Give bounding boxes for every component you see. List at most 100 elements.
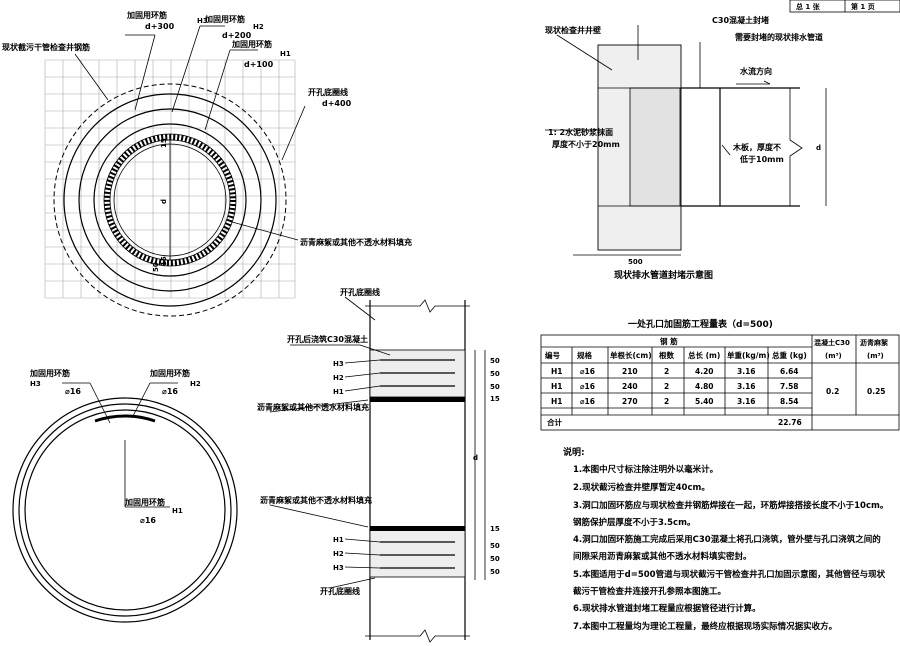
note-line-5: 4.洞口加固环筋施工完成后采用C30混凝土将孔口浇筑，管外壁与孔口浇筑之间的	[573, 534, 881, 545]
plan-h1-label: 加固用环筋	[231, 39, 272, 49]
section-dim-bottom-2: 50	[490, 542, 500, 550]
total-sheets-label: 总 1 张	[796, 2, 821, 11]
note-line-7: 5.本图适用于d=500管道与现状截污干管检查井孔口加固示意图，其他管径与现状	[573, 569, 886, 580]
seal-existing-wall-label: 现状检查井井壁	[545, 25, 601, 35]
section-concrete-label: 开孔后浇筑C30混凝土	[287, 334, 368, 344]
table-header-total-weight: 总重 (kg)	[772, 350, 807, 360]
table-header-unit-length: 单根长(cm)	[610, 350, 652, 360]
sheet-number-label: 第 1 页	[851, 2, 875, 11]
pipe-wall-hatch	[104, 134, 236, 266]
table-r3-count: 2	[664, 397, 669, 406]
c30-plug	[629, 87, 681, 207]
seal-pipe-label: 需要封堵的现状排水管道	[735, 32, 823, 42]
h1-ring	[93, 123, 247, 277]
section-dim-top-3: 50	[490, 383, 500, 391]
section-code-top-2: H2	[333, 374, 344, 382]
h2-ring	[78, 108, 262, 292]
table-header-total-length: 总长 (m)	[688, 350, 720, 360]
section-dim-d: d	[473, 454, 478, 462]
table-r2-total-weight: 7.58	[780, 382, 799, 391]
ring-h1-code: H1	[172, 507, 183, 515]
note-line-4: 钢筋保护层厚度不小于3.5cm。	[573, 517, 695, 528]
section-code-top-1: H3	[333, 360, 344, 368]
plan-h3-code: H3	[197, 17, 208, 25]
ring-h2-code: H2	[190, 380, 201, 388]
ring-h2-label: 加固用环筋	[149, 368, 190, 378]
table-r2-total-length: 4.80	[695, 382, 714, 391]
section-dim-bottom-1: 15	[490, 525, 500, 533]
plan-hole-bottom-label: 开孔底圈线	[308, 87, 348, 97]
table-r1-total-length: 4.20	[695, 367, 714, 376]
section-dim-top-1: 50	[490, 357, 500, 365]
table-r1-spec: ⌀16	[580, 367, 595, 376]
table-col-asphalt-unit: (m³)	[867, 352, 884, 360]
table-header-code: 编号	[545, 350, 560, 360]
table-r3-total-weight: 8.54	[780, 397, 799, 406]
seal-wood-note-1: 木板，厚度不	[732, 142, 781, 152]
table-r3-spec: ⌀16	[580, 397, 595, 406]
hole-bottom-circle	[53, 83, 287, 317]
plan-h1-offset: d+100	[244, 60, 274, 69]
quantity-table: 一处孔口加固筋工程量表（d=500) 钢 筋 混凝土C30 (m³) 沥青麻絮 …	[540, 318, 900, 431]
plan-hole-offset: d+400	[322, 99, 352, 108]
table-r3-unit-weight: 3.16	[737, 397, 756, 406]
table-r1-total-weight: 6.64	[780, 367, 799, 376]
note-line-10: 7.本图中工程量均为理论工程量，最终应根据现场实际情况据实收方。	[573, 621, 837, 632]
note-line-9: 6.现状排水管道封堵工程量应根据管径进行计算。	[573, 603, 761, 614]
table-r1-count: 2	[664, 367, 669, 376]
table-header-count: 根数	[659, 350, 674, 360]
table-concrete-value: 0.2	[826, 387, 839, 396]
table-r3-code: H1	[551, 397, 563, 406]
seal-dim-d: d	[816, 144, 821, 152]
section-dim-top-2: 50	[490, 370, 500, 378]
note-line-1: 1.本图中尺寸标注除注明外以毫米计。	[573, 464, 718, 475]
plan-dim-15-top: 15	[160, 138, 168, 148]
section-view: d 50 50 50 15 15 50 50 50 开孔底圈线 开孔后浇筑C30…	[257, 287, 500, 643]
plan-h3-offset: d+300	[145, 22, 175, 31]
table-r2-spec: ⌀16	[580, 382, 595, 391]
section-code-bottom-2: H2	[333, 550, 344, 558]
table-r1-code: H1	[551, 367, 563, 376]
table-group-rebar: 钢 筋	[660, 336, 678, 346]
plan-h3-label: 加固用环筋	[126, 10, 167, 20]
plan-dim-15-bottom: 15	[160, 256, 168, 266]
table-r3-length: 270	[622, 397, 638, 406]
ring-h3-spec: ⌀16	[65, 387, 81, 396]
ring-h3-label: 加固用环筋	[29, 368, 70, 378]
plan-h1-code: H1	[280, 50, 291, 58]
section-code-bottom-3: H3	[333, 564, 344, 572]
table-header-spec: 规格	[577, 350, 592, 360]
table-total-value: 22.76	[778, 418, 802, 427]
ring-detail: 加固用环筋 H3 ⌀16 加固用环筋 H2 ⌀16 加固用环筋 H1 ⌀16	[12, 368, 238, 623]
table-r2-length: 240	[622, 382, 638, 391]
section-asphalt-top: 沥青麻絮或其他不透水材料填充	[257, 402, 369, 412]
ring-h3-code: H3	[30, 380, 41, 388]
section-hole-bottom-bottom: 开孔底圈线	[320, 586, 360, 596]
ring-h1-spec: ⌀16	[140, 516, 156, 525]
section-asphalt-bottom: 沥青麻絮或其他不透水材料填充	[260, 495, 372, 505]
table-r1-length: 210	[622, 367, 638, 376]
ring-h2-spec: ⌀16	[162, 387, 178, 396]
plan-dim-50: 50	[152, 262, 160, 272]
table-col-concrete: 混凝土C30	[814, 338, 850, 347]
section-code-top-3: H1	[333, 388, 344, 396]
seal-title: 现状排水管道封堵示意图	[614, 269, 713, 281]
table-asphalt-value: 0.25	[867, 387, 886, 396]
plan-h2-offset: d+200	[222, 31, 252, 40]
note-line-6: 间隙采用沥青麻絮或其他不透水材料填实密封。	[573, 551, 752, 562]
table-title: 一处孔口加固筋工程量表（d=500)	[628, 318, 773, 330]
table-header-unit-weight: 单重(kg/m)	[727, 350, 770, 360]
seal-flow-label: 水流方向	[739, 66, 772, 76]
ring-h1-label: 加固用环筋	[124, 497, 165, 507]
plan-view: d 15 15 50 现状截污干管检查井钢筋 加固用环筋 H3 d+300 加固…	[2, 10, 412, 317]
section-dim-bottom-3: 50	[490, 555, 500, 563]
h3-ring	[63, 93, 277, 307]
seal-c30-label: C30混凝土封堵	[712, 15, 769, 25]
table-r2-unit-weight: 3.16	[737, 382, 756, 391]
seal-dim-500: 500	[628, 258, 643, 266]
note-line-3: 3.洞口加固环筋应与现状检查井钢筋焊接在一起，环筋焊接搭接长度不小于10cm。	[573, 500, 888, 511]
table-total-label: 合计	[547, 417, 562, 427]
section-dim-top-4: 15	[490, 395, 500, 403]
plan-h2-label: 加固用环筋	[204, 14, 245, 24]
